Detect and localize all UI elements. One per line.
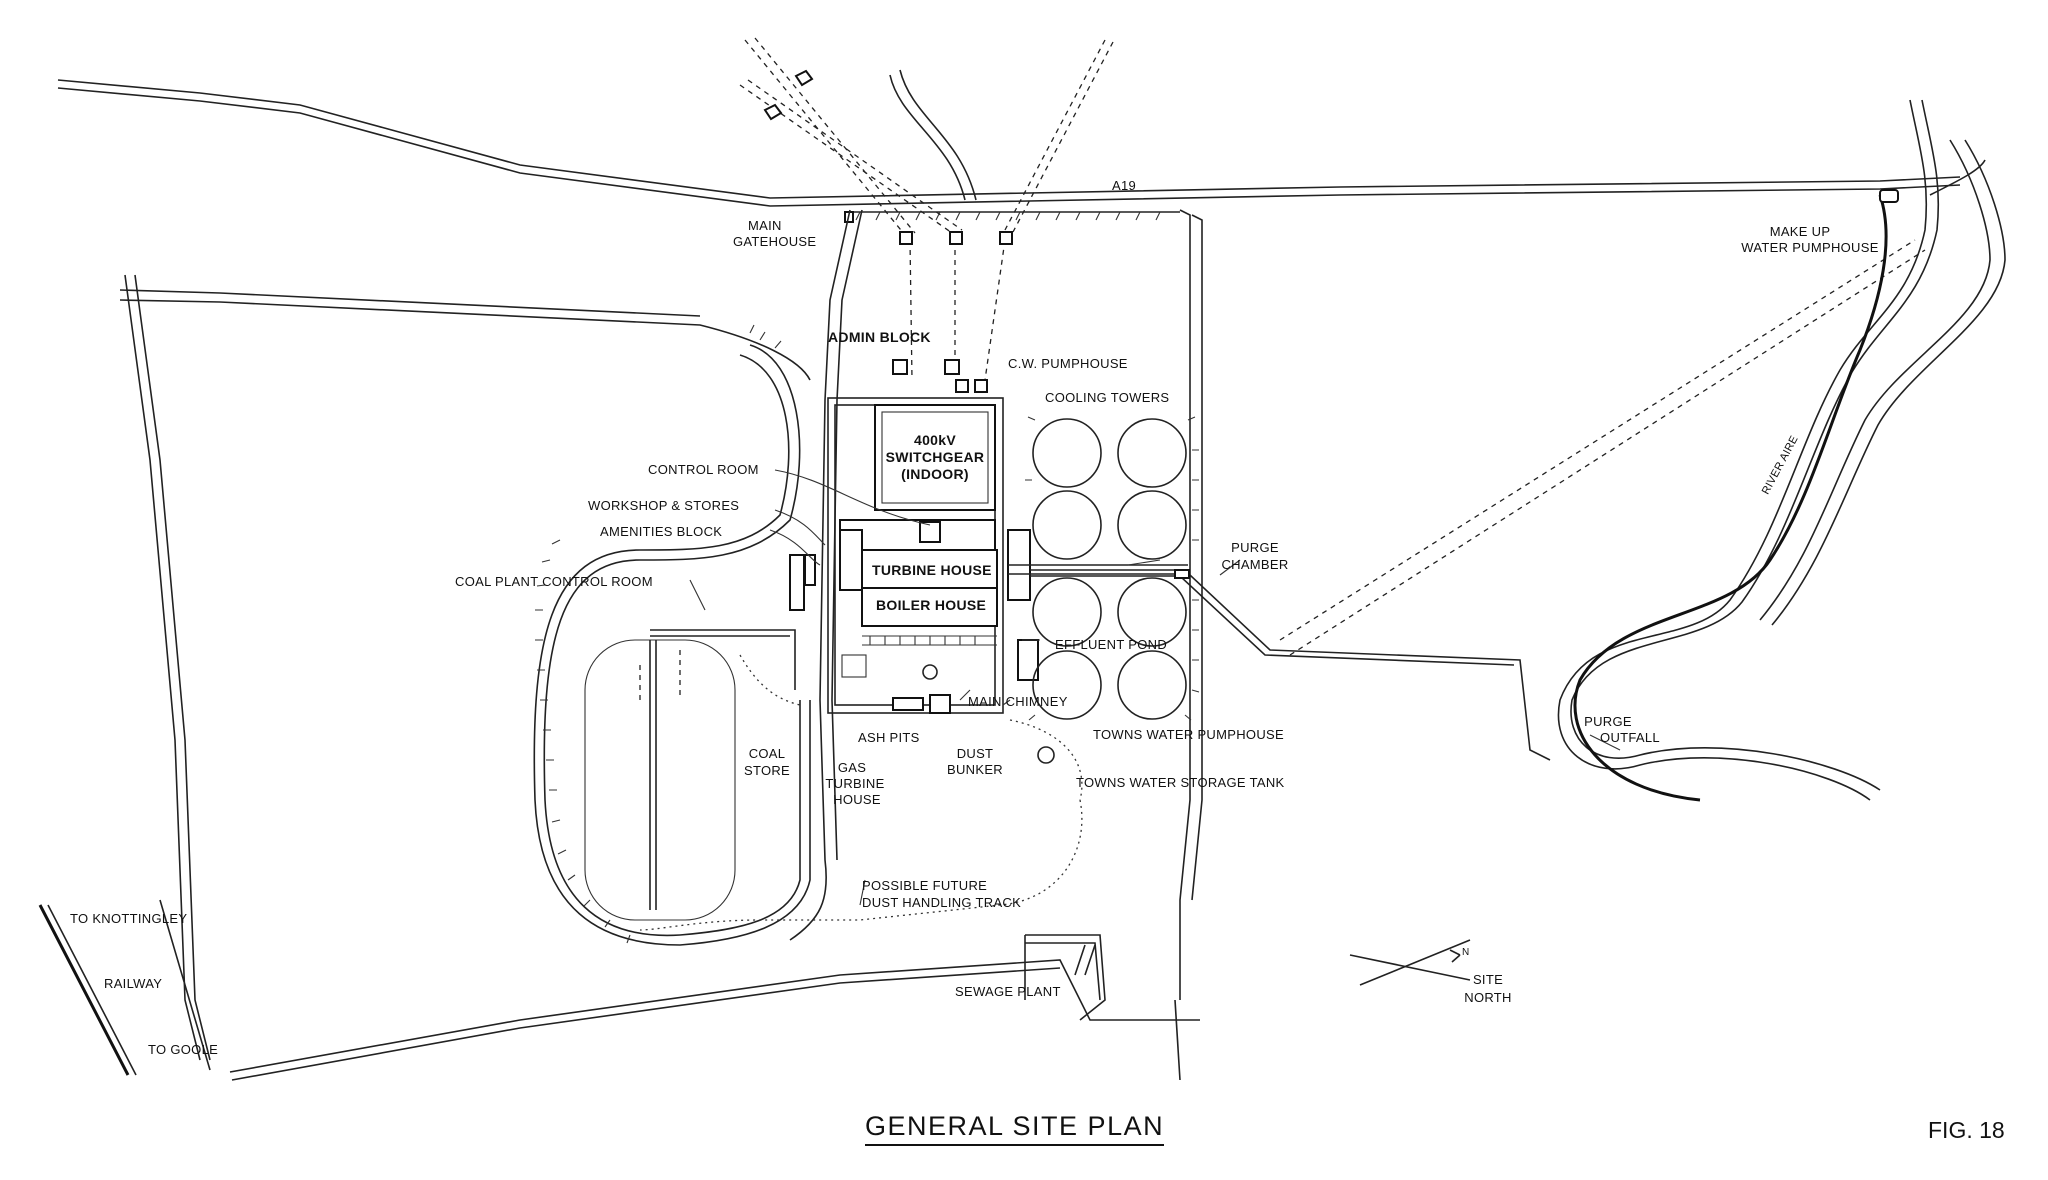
sewage-plant-label: SEWAGE PLANT (955, 984, 1061, 999)
cooling-towers (1008, 416, 1200, 721)
towns-water-storage-tank-label: TOWNS WATER STORAGE TANK (1076, 775, 1285, 790)
ash-pits-label: ASH PITS (858, 730, 920, 745)
north-arrow-n-label: N (1462, 947, 1470, 958)
coal-plant-control-room-label: COAL PLANT CONTROL ROOM (455, 574, 653, 589)
site-north-label-1: SITE (1472, 972, 1504, 987)
south-boundary-2 (231, 967, 1061, 1081)
to-knottingley-label: TO KNOTTINGLEY (70, 911, 188, 926)
admin-block-label: ADMIN BLOCK (828, 329, 931, 345)
north-arrow (1349, 939, 1471, 986)
sewage-plant (1024, 934, 1106, 1021)
purge-pipeline (1030, 239, 1926, 761)
main-chimney-label: MAIN CHIMNEY (968, 694, 1068, 709)
north-access-road-edge (899, 69, 977, 201)
west-boundary-2 (119, 289, 701, 317)
east-road (1179, 209, 1191, 1000)
control-room-label: CONTROL ROOM (648, 462, 759, 477)
front-fence-ticks (855, 211, 1161, 221)
gas-turbine-label-3: HOUSE (833, 792, 881, 807)
south-boundary (229, 959, 1200, 1073)
coal-store-track (533, 324, 811, 946)
railway-lines (38, 899, 211, 1076)
switchgear-label-1: 400kV (914, 432, 956, 448)
road-label-a19: A19 (1112, 178, 1137, 193)
east-road-3 (1174, 999, 1181, 1081)
switchgear-label-2: SWITCHGEAR (885, 449, 985, 465)
future-track-label-1: POSSIBLE FUTURE (862, 878, 988, 893)
leader-lines (689, 469, 1621, 906)
purge-outfall-label-2: OUTFALL (1600, 730, 1660, 745)
plan-title: GENERAL SITE PLAN (865, 1110, 1165, 1146)
make-up-water-label-2: WATER PUMPHOUSE (1741, 240, 1879, 255)
transmission-lines (739, 37, 1114, 393)
east-road-2 (1191, 214, 1203, 901)
coal-store-label-1: COAL (748, 746, 786, 761)
future-dust-track (639, 799, 1083, 931)
north-access-road (889, 74, 966, 201)
towns-water-pumphouse-label: TOWNS WATER PUMPHOUSE (1093, 727, 1284, 742)
gas-turbine-label-1: GAS (837, 760, 867, 775)
workshop-stores-label: WORKSHOP & STORES (588, 498, 740, 513)
boiler-house-label: BOILER HOUSE (876, 597, 987, 613)
future-track-label-2: DUST HANDLING TRACK (862, 895, 1022, 910)
main-gatehouse-label-2: GATEHOUSE (733, 234, 817, 249)
turbine-house-label: TURBINE HOUSE (872, 562, 992, 578)
river-aire (1557, 99, 2006, 802)
gas-turbine-label-2: TURBINE (825, 776, 885, 791)
road-a19 (57, 79, 1961, 207)
main-station (789, 397, 1039, 714)
main-gatehouse-label-1: MAIN (748, 218, 782, 233)
coal-store-label-2: STORE (743, 763, 791, 778)
cooling-towers-label: COOLING TOWERS (1045, 390, 1170, 405)
to-goole-label: TO GOOLE (148, 1042, 219, 1057)
site-perimeter-road (789, 209, 851, 941)
railway-label: RAILWAY (104, 976, 163, 991)
make-up-water-label-1: MAKE UP (1769, 224, 1831, 239)
dust-bunker-label-1: DUST (956, 746, 994, 761)
towns-water-tank (1037, 746, 1055, 764)
cw-pumphouse-label: C.W. PUMPHOUSE (1008, 356, 1128, 371)
west-edge-2 (134, 274, 211, 1061)
effluent-pond-label: EFFLUENT POND (1055, 637, 1168, 652)
dust-bunker-label-2: BUNKER (947, 762, 1003, 777)
west-boundary (119, 299, 811, 381)
future-track-branch (739, 654, 801, 706)
amenities-block-label: AMENITIES BLOCK (600, 524, 723, 539)
purge-chamber-label-2: CHAMBER (1221, 557, 1289, 572)
switchgear-label-3: (INDOOR) (901, 466, 969, 482)
site-north-label-2: NORTH (1464, 990, 1512, 1005)
purge-chamber-label-1: PURGE (1231, 540, 1279, 555)
west-edge (124, 274, 201, 1061)
future-track-branch-2 (1009, 719, 1083, 801)
site-perimeter-road-2 (831, 209, 863, 861)
purge-outfall-label-1: PURGE (1584, 714, 1632, 729)
figure-number: FIG. 18 (1928, 1117, 2005, 1143)
